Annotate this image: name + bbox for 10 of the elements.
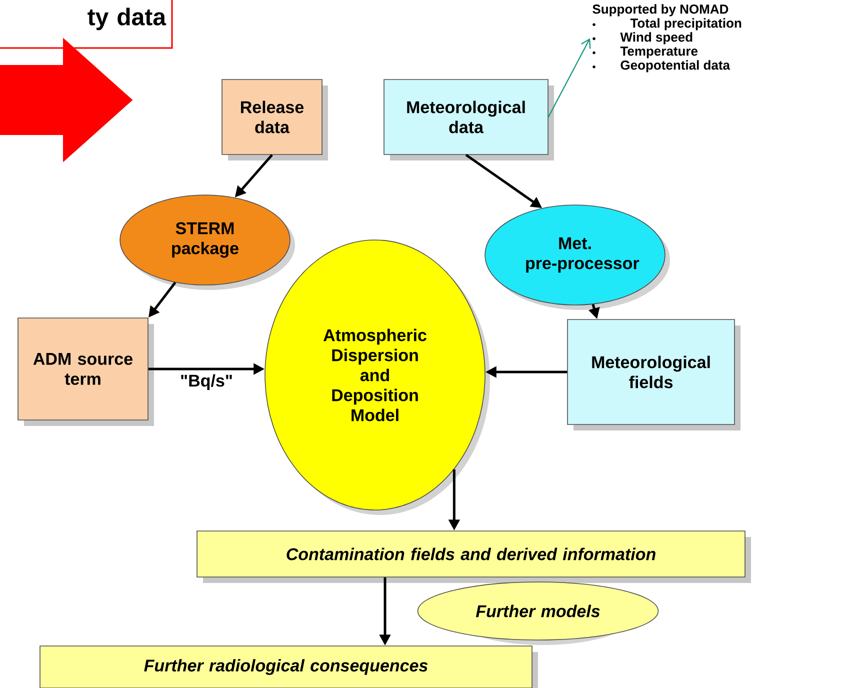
process-box: Meteorological data [384, 79, 554, 160]
title-box: ty data [0, 0, 173, 49]
output-box: Contamination fields and derived information [196, 530, 751, 583]
process-box: Release data [222, 79, 328, 160]
output-box: Further radiological consequences [40, 646, 538, 688]
arrow [548, 38, 591, 118]
note-text: Supported by NOMAD Total precipitation Wind speed Temperature Geopotential data [592, 4, 742, 72]
process-box: ADM source term [18, 318, 154, 426]
edge-label: "Bq/s" [179, 373, 234, 392]
process-box: Meteorological fields [567, 319, 740, 430]
